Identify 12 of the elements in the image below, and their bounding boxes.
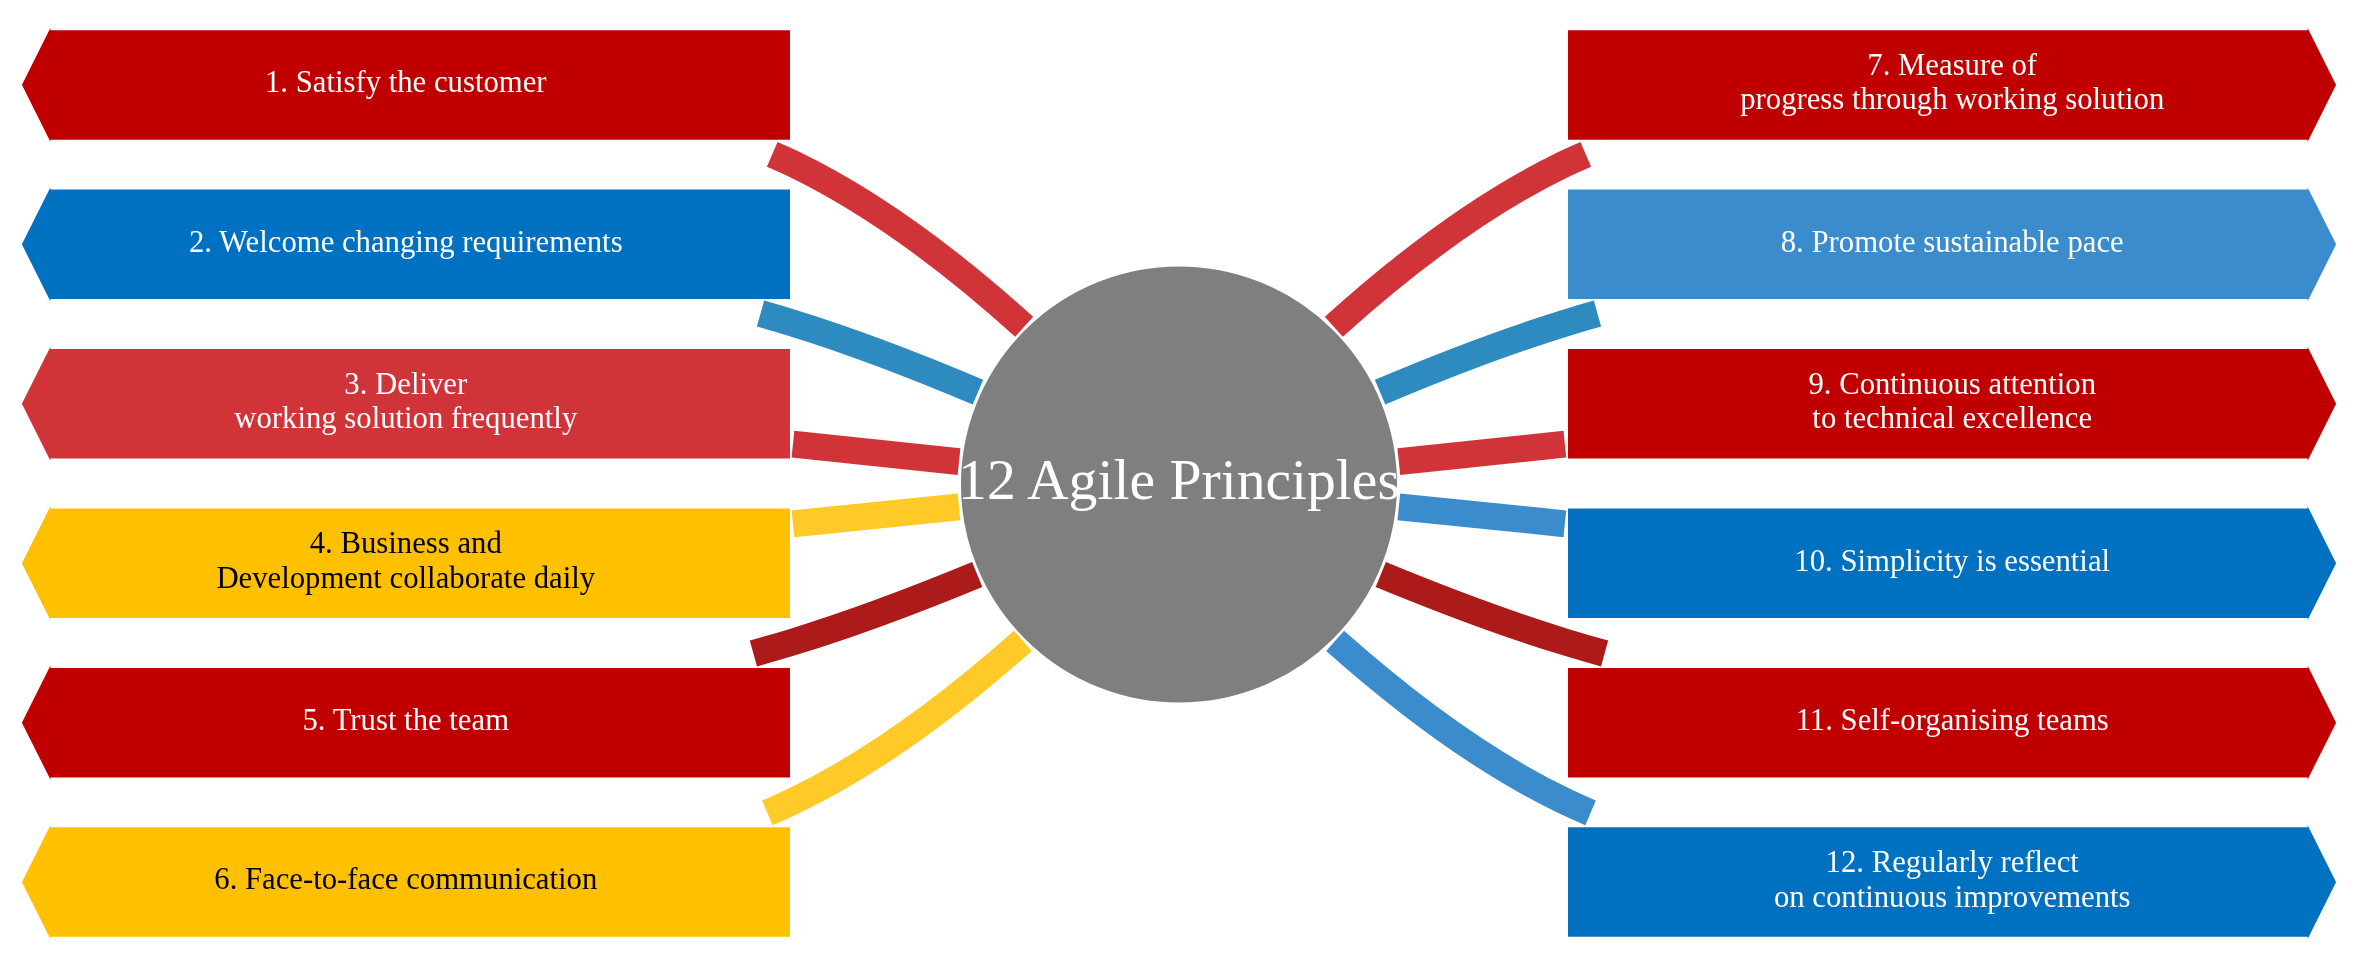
connector xyxy=(791,430,960,475)
connector xyxy=(1396,493,1566,538)
connector xyxy=(1396,430,1566,475)
connector xyxy=(756,300,983,405)
connector xyxy=(791,493,960,538)
connector xyxy=(1375,562,1608,667)
connector xyxy=(761,630,1032,826)
connector xyxy=(1324,141,1591,337)
connector xyxy=(1374,300,1601,405)
connector xyxy=(749,562,982,667)
connector xyxy=(1325,630,1596,826)
connector xyxy=(766,141,1033,337)
